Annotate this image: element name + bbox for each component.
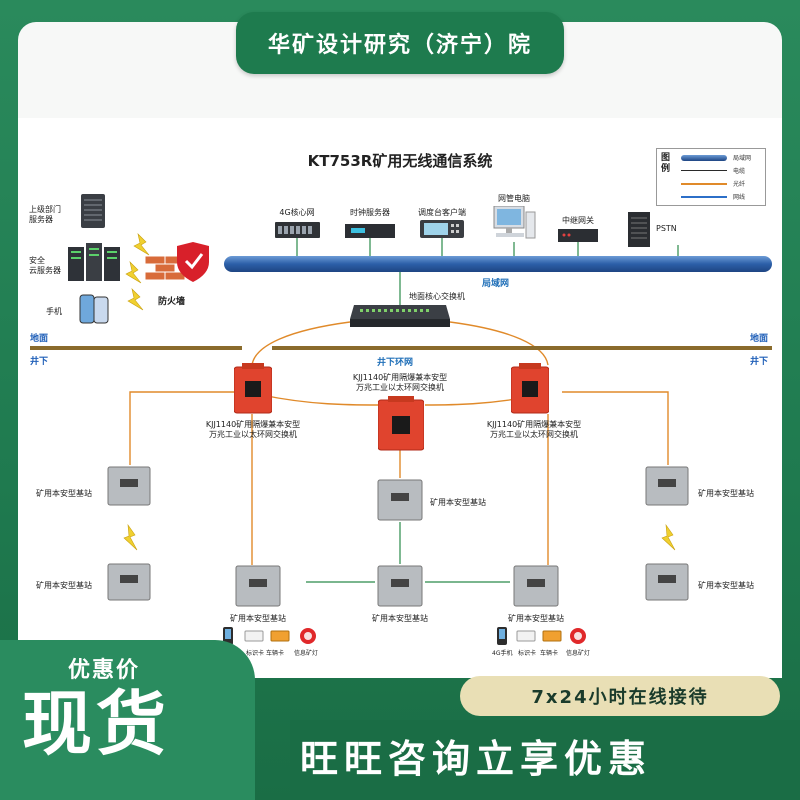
core-switch-label: 地面核心交换机 <box>409 292 465 301</box>
terminal-tag-label-right: 标识卡 <box>518 650 537 657</box>
relay-gw-label: 中继网关 <box>562 216 594 225</box>
vehicle-card-icon-right <box>542 630 562 642</box>
ring-switch-center-label: KJJ1140矿用隔爆兼本安型 万兆工业以太环网交换机 <box>352 373 448 392</box>
base-station-label-1: 矿用本安型基站 <box>36 489 92 498</box>
terminal-lamp-label-left: 信息矿灯 <box>294 650 319 657</box>
underground-label-right: 井下 <box>750 357 769 367</box>
upper-server-label: 上级部门 服务器 <box>29 205 61 224</box>
core-4g-label: 4G核心网 <box>279 208 315 217</box>
base-station-label-8: 矿用本安型基站 <box>698 581 754 590</box>
underground-label-left: 井下 <box>30 357 49 367</box>
base-station-left-bottom-icon <box>107 563 151 601</box>
diagram-title: KT753R矿用无线通信系统 <box>307 152 493 170</box>
promo-stock-text: 现货 <box>22 683 170 765</box>
nms-computer-icon <box>493 206 536 239</box>
ring-switch-left-label: KJJ1140矿用隔爆兼本安型 万兆工业以太环网交换机 <box>205 420 301 439</box>
base-station-right-top-icon <box>645 466 689 506</box>
ring-label: 井下环网 <box>377 358 414 368</box>
phone-label: 手机 <box>46 307 62 316</box>
surface-label-right: 地面 <box>750 334 769 344</box>
terminal-tag-label-left: 标识卡 <box>246 650 265 657</box>
ring-switch-left-icon <box>234 363 272 414</box>
base-station-center-bottom-icon <box>377 565 423 607</box>
terminal-vehicle-label-right: 车辆卡 <box>540 650 559 657</box>
terminal-vehicle-label-left: 车辆卡 <box>266 650 285 657</box>
signal-lamp-icon-right <box>570 628 586 644</box>
nms-pc-label: 网管电脑 <box>498 194 530 203</box>
legend: 图例 局域网 电缆 光纤 网线 <box>656 148 766 206</box>
base-station-left-top-icon <box>107 466 151 506</box>
cloud-server-label: 安全 云服务器 <box>29 256 61 275</box>
dispatch-label: 调度台客户端 <box>418 208 466 217</box>
legend-item-cable: 电缆 <box>681 166 765 176</box>
base-station-midright-icon <box>513 565 559 607</box>
legend-item-fiber: 光纤 <box>681 179 765 189</box>
firewall-label: 防火墙 <box>158 297 186 307</box>
promo-panel <box>0 640 255 800</box>
lan-bus <box>224 256 772 272</box>
clock-server-label: 时钟服务器 <box>350 208 390 217</box>
phone-icon <box>79 294 109 324</box>
pstn-label: PSTN <box>656 224 677 233</box>
surface-label-left: 地面 <box>30 334 49 344</box>
surface-line-left <box>30 346 242 350</box>
base-station-midleft-icon <box>235 565 281 607</box>
ring-switch-center-icon <box>378 396 424 451</box>
dispatch-console-icon <box>420 220 464 238</box>
base-station-label-7: 矿用本安型基站 <box>698 489 754 498</box>
cloud-server-icon <box>68 243 120 281</box>
promo-price-text: 优惠价 <box>68 658 141 683</box>
signal-lamp-icon-left <box>300 628 316 644</box>
base-station-label-3: 矿用本安型基站 <box>430 498 486 507</box>
pstn-cabinet-icon <box>628 212 650 247</box>
terminal-phone-label-right: 4G手机 <box>492 650 513 657</box>
firewall-icon <box>145 242 209 282</box>
tag-card-icon-right <box>516 630 536 642</box>
surface-line-right <box>272 346 772 350</box>
relay-gateway-icon <box>558 229 598 242</box>
cta-band <box>290 720 800 800</box>
base-station-center-top-icon <box>377 479 423 521</box>
base-station-right-bottom-icon <box>645 563 689 601</box>
phone-4g-icon-right <box>497 627 507 645</box>
ring-switch-right-label: KJJ1140矿用隔爆兼本安型 万兆工业以太环网交换机 <box>486 420 582 439</box>
core-4g-server-icon <box>275 222 320 238</box>
base-station-label-6: 矿用本安型基站 <box>508 614 564 623</box>
core-switch-icon <box>350 305 450 327</box>
base-station-label-5: 矿用本安型基站 <box>230 614 286 623</box>
service-hours-badge: 7x24小时在线接待 <box>460 676 780 716</box>
terminal-lamp-label-right: 信息矿灯 <box>566 650 591 657</box>
upper-server-icon <box>81 194 105 228</box>
lan-label: 局域网 <box>482 279 510 289</box>
legend-item-lan: 局域网 <box>681 153 765 163</box>
header-banner: 华矿设计研究（济宁）院 <box>236 12 564 74</box>
vehicle-card-icon-left <box>270 630 290 642</box>
base-station-label-4: 矿用本安型基站 <box>372 614 428 623</box>
consult-cta-text[interactable]: 旺旺咨询立享优惠 <box>300 737 653 781</box>
ring-switch-right-icon <box>511 363 549 414</box>
legend-item-ethernet: 网线 <box>681 192 765 202</box>
legend-title: 图例 <box>661 153 671 174</box>
base-station-label-2: 矿用本安型基站 <box>36 581 92 590</box>
clock-server-icon <box>345 224 395 238</box>
tag-card-icon-left <box>244 630 264 642</box>
